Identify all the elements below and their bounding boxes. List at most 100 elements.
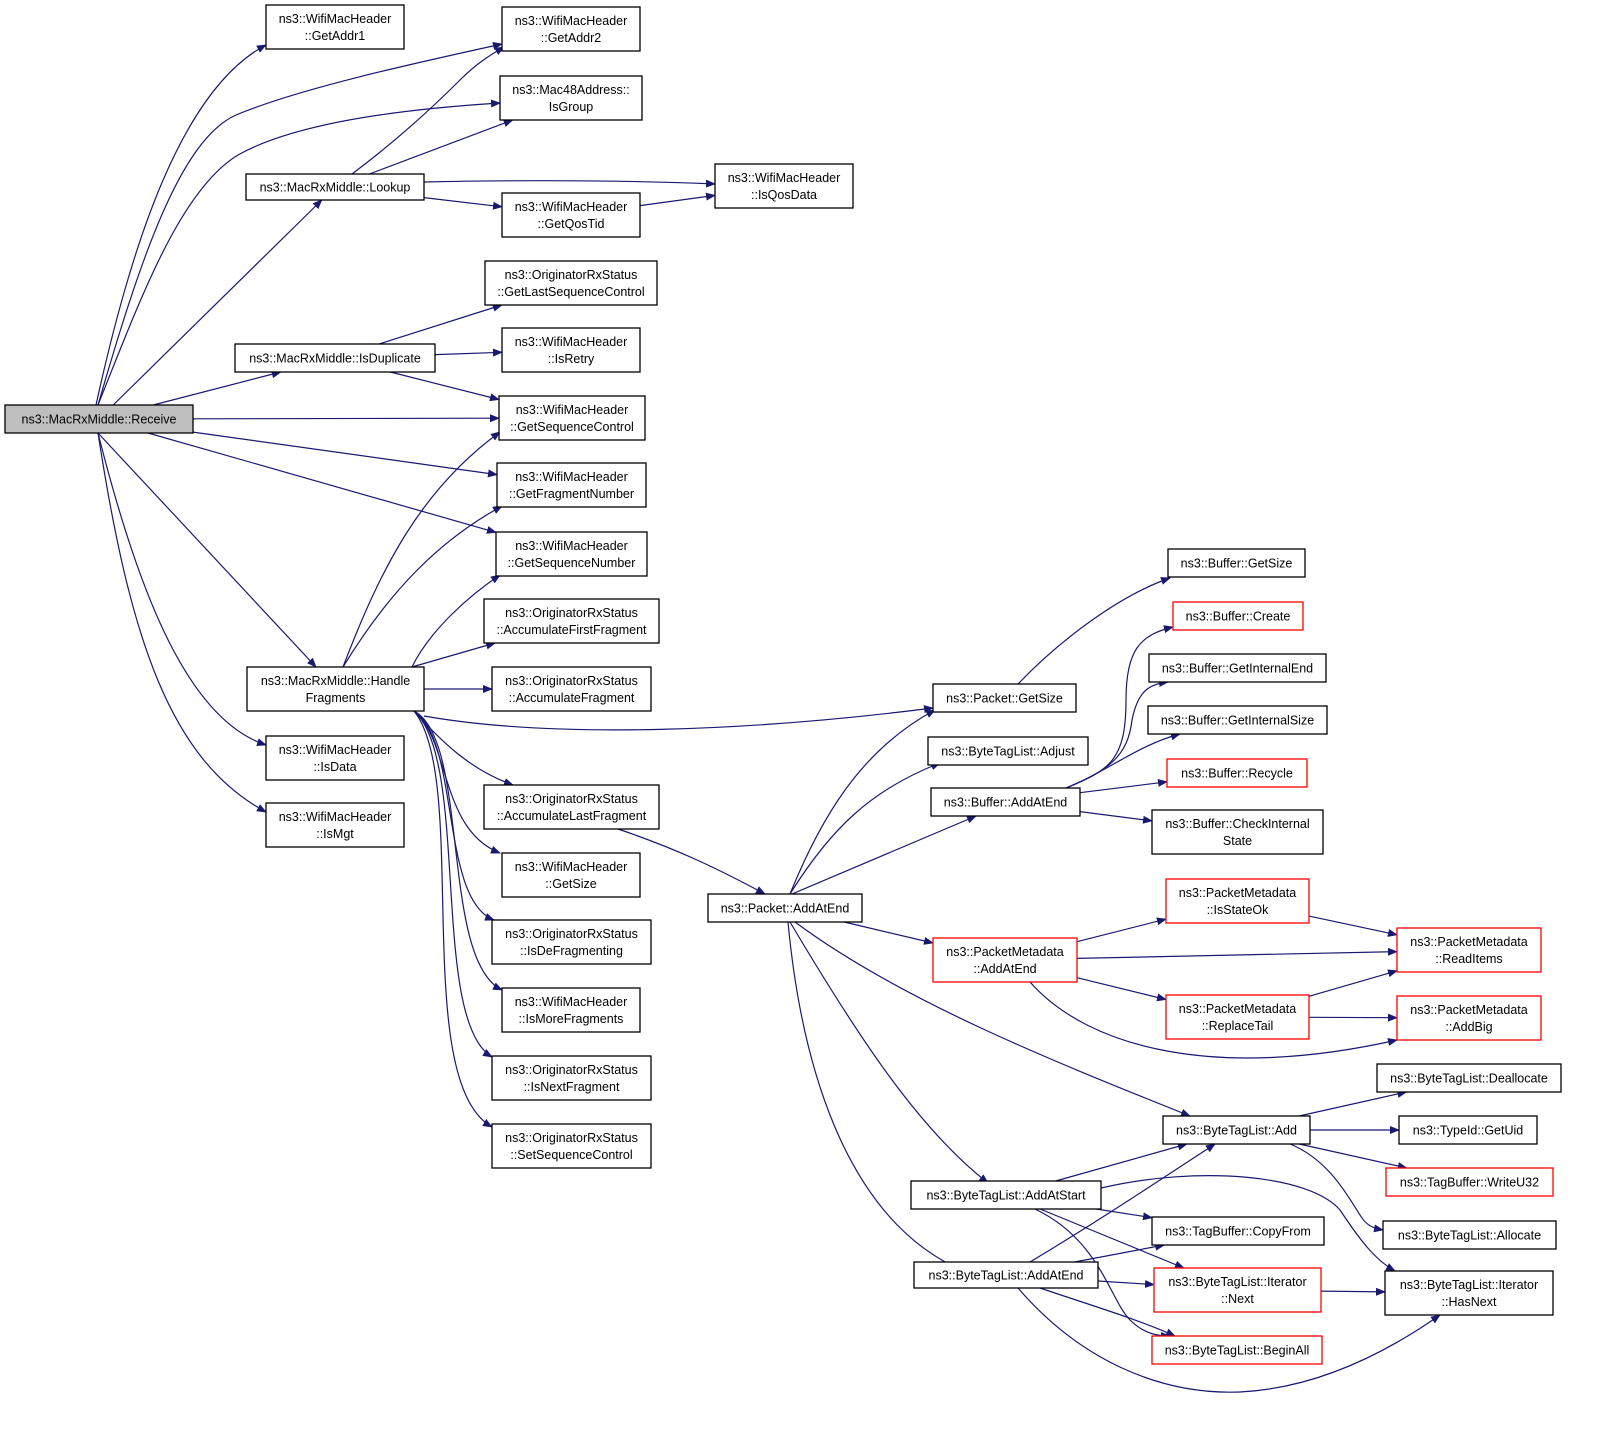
node-bufaddatend[interactable]: ns3::Buffer::AddAtEnd <box>930 787 1081 817</box>
edge-path <box>617 828 766 895</box>
node-label: ::AccumulateFragment <box>509 691 635 705</box>
node-bufgetintend[interactable]: ns3::Buffer::GetInternalEnd <box>1148 653 1327 683</box>
node-getseqnum[interactable]: ns3::WifiMacHeader::GetSequenceNumber <box>495 531 648 577</box>
node-isdata[interactable]: ns3::WifiMacHeader::IsData <box>265 735 405 781</box>
node-bufgetintsize[interactable]: ns3::Buffer::GetInternalSize <box>1147 705 1328 735</box>
edge-path <box>97 99 501 406</box>
node-label: ::GetSequenceNumber <box>508 556 636 570</box>
node-pmaddbig[interactable]: ns3::PacketMetadata::AddBig <box>1396 995 1542 1041</box>
node-box <box>4 404 194 434</box>
node-box <box>1151 809 1324 855</box>
node-pktgetsize[interactable]: ns3::Packet::GetSize <box>932 683 1077 713</box>
node-label: ns3::TagBuffer::CopyFrom <box>1165 1225 1311 1239</box>
node-btlitnext[interactable]: ns3::ByteTagList::Iterator::Next <box>1153 1267 1322 1313</box>
node-box <box>1162 1115 1311 1145</box>
edge-path <box>434 348 503 357</box>
node-receive[interactable]: ns3::MacRxMiddle::Receive <box>4 404 194 434</box>
node-getlastseq[interactable]: ns3::OriginatorRxStatus::GetLastSequence… <box>484 260 658 306</box>
node-label: ns3::Buffer::CheckInternal <box>1165 817 1309 831</box>
node-label: ns3::WifiMacHeader <box>279 810 392 824</box>
node-getseqctrl[interactable]: ns3::WifiMacHeader::GetSequenceControl <box>498 395 646 441</box>
node-label: ns3::Buffer::Create <box>1186 610 1291 624</box>
node-ismorefrag[interactable]: ns3::WifiMacHeader::IsMoreFragments <box>501 987 641 1033</box>
node-label: ::GetSequenceControl <box>510 420 634 434</box>
edge-bufaddatend-to-bufgetintend <box>1065 679 1169 789</box>
node-btldealloc[interactable]: ns3::ByteTagList::Deallocate <box>1376 1063 1562 1093</box>
edge-path <box>1298 1090 1408 1117</box>
node-label: ns3::TypeId::GetUid <box>1413 1124 1524 1138</box>
node-bufcreate[interactable]: ns3::Buffer::Create <box>1172 601 1304 631</box>
node-typeidgetuid[interactable]: ns3::TypeId::GetUid <box>1398 1115 1538 1145</box>
edge-path <box>1079 811 1153 824</box>
node-pktaddatend[interactable]: ns3::Packet::AddAtEnd <box>707 893 863 923</box>
edge-lookup-to-getaddr2 <box>351 46 505 175</box>
node-btladd[interactable]: ns3::ByteTagList::Add <box>1162 1115 1311 1145</box>
node-isgroup[interactable]: ns3::Mac48Address::IsGroup <box>499 75 643 121</box>
node-label: ns3::OriginatorRxStatus <box>505 606 638 620</box>
node-isduplicate[interactable]: ns3::MacRxMiddle::IsDuplicate <box>234 343 436 373</box>
node-btlbeginall[interactable]: ns3::ByteTagList::BeginAll <box>1151 1335 1323 1365</box>
edge-path <box>1065 679 1169 789</box>
node-btladjust[interactable]: ns3::ByteTagList::Adjust <box>927 736 1089 766</box>
edge-pktaddatend-to-btladdatstart <box>789 921 989 1184</box>
edge-handlefrag-to-accfirst <box>411 641 497 668</box>
node-isretry[interactable]: ns3::WifiMacHeader::IsRetry <box>501 327 641 373</box>
node-pmisstateok[interactable]: ns3::PacketMetadata::IsStateOk <box>1165 878 1310 924</box>
node-box <box>1398 1115 1538 1145</box>
node-isdefrag[interactable]: ns3::OriginatorRxStatus::IsDeFragmenting <box>491 919 652 965</box>
edge-receive-to-getseqctrl <box>192 414 500 423</box>
node-bufgetsize[interactable]: ns3::Buffer::GetSize <box>1167 548 1306 578</box>
node-accfrag[interactable]: ns3::OriginatorRxStatus::AccumulateFragm… <box>491 666 652 712</box>
node-acclast[interactable]: ns3::OriginatorRxStatus::AccumulateLastF… <box>483 784 660 830</box>
node-btlallocate[interactable]: ns3::ByteTagList::Allocate <box>1382 1220 1557 1250</box>
node-label: ns3::WifiMacHeader <box>515 470 628 484</box>
node-box <box>265 802 405 848</box>
node-label: ns3::OriginatorRxStatus <box>505 792 638 806</box>
node-box <box>491 666 652 712</box>
node-label: ns3::ByteTagList::Allocate <box>1398 1229 1541 1243</box>
edge-path <box>192 431 498 478</box>
node-box <box>1396 927 1542 973</box>
node-btlithasnext[interactable]: ns3::ByteTagList::Iterator::HasNext <box>1384 1270 1554 1316</box>
edge-bufaddatend-to-bufcheckint <box>1079 811 1153 824</box>
node-getfragnum[interactable]: ns3::WifiMacHeader::GetFragmentNumber <box>496 462 647 508</box>
node-btladdatstart[interactable]: ns3::ByteTagList::AddAtStart <box>910 1180 1102 1210</box>
node-lookup[interactable]: ns3::MacRxMiddle::Lookup <box>245 173 425 201</box>
edge-path <box>1076 947 1398 959</box>
node-getaddr1[interactable]: ns3::WifiMacHeader::GetAddr1 <box>265 4 405 50</box>
node-pmaddatend[interactable]: ns3::PacketMetadata::AddAtEnd <box>932 937 1078 983</box>
node-label: ns3::Buffer::GetInternalEnd <box>1162 662 1313 676</box>
node-getaddr2[interactable]: ns3::WifiMacHeader::GetAddr2 <box>501 6 641 52</box>
node-box <box>265 4 405 50</box>
node-tbwriteu32[interactable]: ns3::TagBuffer::WriteU32 <box>1385 1167 1554 1197</box>
edge-btladdatstart-to-tbcopyfrom <box>1096 1208 1153 1221</box>
edge-handlefrag-to-getseqctrl <box>342 431 501 668</box>
node-getqostid[interactable]: ns3::WifiMacHeader::GetQosTid <box>501 192 641 238</box>
node-isnextfrag[interactable]: ns3::OriginatorRxStatus::IsNextFragment <box>491 1055 652 1101</box>
node-isqosdata[interactable]: ns3::WifiMacHeader::IsQosData <box>714 163 854 209</box>
node-box <box>1148 653 1327 683</box>
node-label: ns3::PacketMetadata <box>1410 1003 1527 1017</box>
edge-lookup-to-isqosdata <box>423 179 716 188</box>
node-label: ::GetFragmentNumber <box>509 487 634 501</box>
node-bufrecycle[interactable]: ns3::Buffer::Recycle <box>1166 758 1308 788</box>
node-label: ns3::WifiMacHeader <box>515 860 628 874</box>
edge-path <box>1017 577 1171 685</box>
edge-path <box>97 432 267 746</box>
node-getsize[interactable]: ns3::WifiMacHeader::GetSize <box>501 852 641 898</box>
node-setseqctrl[interactable]: ns3::OriginatorRxStatus::SetSequenceCont… <box>491 1123 652 1169</box>
node-label: ::AccumulateLastFragment <box>497 809 647 823</box>
edge-path <box>1320 1287 1386 1296</box>
node-box <box>1153 1267 1322 1313</box>
node-btladdatend[interactable]: ns3::ByteTagList::AddAtEnd <box>913 1261 1099 1289</box>
edge-receive-to-getfragnum <box>192 431 498 478</box>
node-pmreplacetail[interactable]: ns3::PacketMetadata::ReplaceTail <box>1165 994 1310 1040</box>
node-pmreaditems[interactable]: ns3::PacketMetadata::ReadItems <box>1396 927 1542 973</box>
node-tbcopyfrom[interactable]: ns3::TagBuffer::CopyFrom <box>1151 1216 1325 1246</box>
node-accfirst[interactable]: ns3::OriginatorRxStatus::AccumulateFirst… <box>483 598 660 644</box>
edge-path <box>789 709 936 895</box>
node-ismgt[interactable]: ns3::WifiMacHeader::IsMgt <box>265 802 405 848</box>
